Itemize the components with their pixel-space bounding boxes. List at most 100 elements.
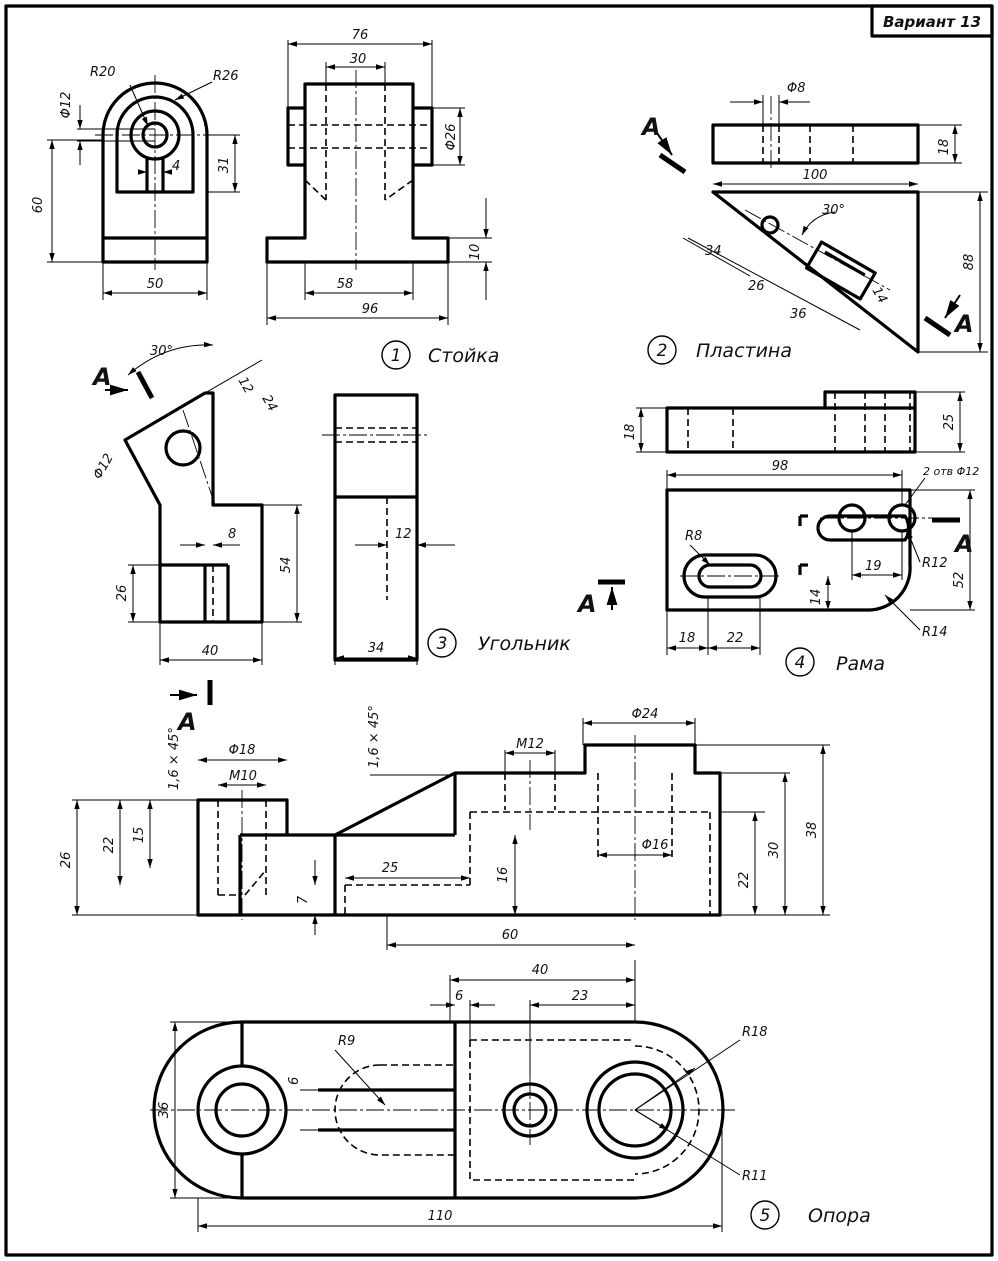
svg-text:A: A [953, 530, 974, 558]
svg-text:R20: R20 [90, 65, 116, 80]
svg-text:19: 19 [865, 559, 882, 574]
svg-text:Пластина: Пластина [696, 340, 792, 362]
svg-text:31: 31 [217, 157, 232, 174]
svg-text:R26: R26 [213, 69, 239, 84]
part-5-front-view [196, 735, 722, 920]
part-3-caption: 3 Угольник [427, 628, 571, 658]
part-2-caption: 2 Пластина [647, 335, 792, 365]
part-3-front-view [123, 391, 264, 624]
svg-text:8: 8 [228, 527, 236, 542]
svg-text:4: 4 [172, 159, 180, 174]
svg-text:R12: R12 [922, 556, 948, 571]
svg-text:Угольник: Угольник [478, 633, 571, 655]
svg-text:110: 110 [428, 1209, 453, 1224]
svg-text:22: 22 [737, 872, 752, 889]
svg-text:36: 36 [790, 307, 807, 322]
svg-text:60: 60 [31, 197, 46, 214]
svg-text:18: 18 [937, 139, 952, 156]
svg-text:24: 24 [259, 393, 280, 415]
svg-text:15: 15 [132, 827, 147, 844]
part-1-dimensions: 60 Φ12 R20 R26 31 4 50 76 30 Φ26 10 58 [31, 28, 492, 325]
svg-text:10: 10 [468, 244, 483, 261]
part-3-section-marks: A [91, 363, 155, 400]
part-4-dimensions: 18 25 98 2 отв Φ12 R8 19 R12 52 14 18 22… [623, 391, 979, 655]
part-2-top-view [711, 96, 920, 170]
svg-text:38: 38 [805, 822, 820, 839]
svg-text:3: 3 [437, 634, 448, 654]
svg-text:16: 16 [496, 867, 511, 884]
part-2-front-view [711, 190, 920, 354]
svg-text:Φ12: Φ12 [59, 92, 74, 119]
svg-text:A: A [640, 113, 661, 141]
svg-text:Φ8: Φ8 [787, 81, 806, 96]
svg-text:A: A [91, 363, 112, 391]
svg-text:Φ26: Φ26 [444, 124, 459, 151]
svg-text:2 отв Φ12: 2 отв Φ12 [923, 465, 979, 478]
part-2-dimensions: Φ8 18 100 88 30° 34 26 36 14 [682, 81, 988, 353]
svg-text:60: 60 [502, 928, 519, 943]
svg-text:40: 40 [202, 644, 219, 659]
part-1-side-view [265, 70, 450, 270]
svg-text:1,6 × 45°: 1,6 × 45° [167, 727, 182, 790]
svg-text:26: 26 [59, 852, 74, 869]
svg-text:A: A [576, 590, 597, 618]
svg-text:1,6 × 45°: 1,6 × 45° [367, 705, 382, 768]
svg-text:25: 25 [382, 861, 399, 876]
svg-text:76: 76 [352, 28, 369, 43]
svg-text:40: 40 [532, 963, 549, 978]
svg-text:A: A [953, 310, 974, 338]
svg-text:5: 5 [760, 1206, 771, 1226]
svg-text:34: 34 [705, 244, 722, 259]
svg-text:Φ12: Φ12 [90, 451, 116, 482]
svg-text:R14: R14 [922, 625, 948, 640]
part-4-section-marks: A A [576, 517, 974, 618]
part-1-caption: 1 Стойка [381, 340, 499, 370]
svg-text:Опора: Опора [808, 1205, 871, 1227]
svg-text:50: 50 [147, 277, 164, 292]
part-3-dimensions: 30° 12 24 Φ12 8 54 26 40 12 34 [90, 341, 455, 665]
svg-text:26: 26 [748, 279, 765, 294]
svg-text:6: 6 [455, 989, 463, 1004]
svg-text:R18: R18 [742, 1025, 768, 1040]
svg-text:26: 26 [115, 585, 130, 602]
svg-text:R9: R9 [338, 1034, 355, 1049]
svg-text:Вариант 13: Вариант 13 [883, 13, 981, 31]
svg-text:14: 14 [809, 589, 824, 606]
svg-text:18: 18 [679, 631, 696, 646]
svg-text:30°: 30° [150, 344, 173, 359]
svg-text:2: 2 [657, 341, 668, 361]
svg-text:22: 22 [727, 631, 744, 646]
svg-text:Φ24: Φ24 [632, 707, 659, 722]
part-5-section-marks: A [170, 680, 213, 736]
svg-text:52: 52 [952, 572, 967, 589]
svg-text:30°: 30° [822, 203, 845, 218]
svg-text:Стойка: Стойка [428, 345, 499, 367]
svg-text:14: 14 [869, 285, 890, 307]
svg-text:7: 7 [296, 895, 311, 904]
svg-text:12: 12 [395, 527, 412, 542]
svg-text:R11: R11 [742, 1169, 768, 1184]
svg-text:R8: R8 [685, 529, 702, 544]
svg-text:22: 22 [102, 837, 117, 854]
svg-text:1: 1 [391, 346, 402, 366]
svg-text:36: 36 [157, 1102, 172, 1119]
svg-text:34: 34 [368, 641, 385, 656]
svg-text:98: 98 [772, 459, 789, 474]
part-5-caption: 5 Опора [750, 1200, 871, 1230]
part-2-section-marks: A A [640, 113, 974, 338]
svg-text:30: 30 [767, 842, 782, 859]
svg-text:4: 4 [795, 653, 806, 673]
svg-text:58: 58 [337, 277, 354, 292]
svg-text:Φ16: Φ16 [642, 838, 669, 853]
part-4-front-view [665, 488, 935, 612]
svg-text:Рама: Рама [836, 653, 885, 675]
part-5-dimensions: Φ24 M12 1,6 × 45° Φ18 M10 1,6 × 45° 26 2… [59, 705, 830, 1232]
svg-text:6: 6 [287, 1077, 302, 1085]
part-5-top-view [150, 1020, 735, 1200]
svg-text:A: A [176, 708, 197, 736]
part-4-caption: 4 Рама [785, 647, 885, 677]
svg-text:54: 54 [279, 557, 294, 574]
svg-text:12: 12 [235, 375, 256, 397]
svg-text:88: 88 [962, 254, 977, 271]
svg-text:Φ18: Φ18 [229, 743, 256, 758]
